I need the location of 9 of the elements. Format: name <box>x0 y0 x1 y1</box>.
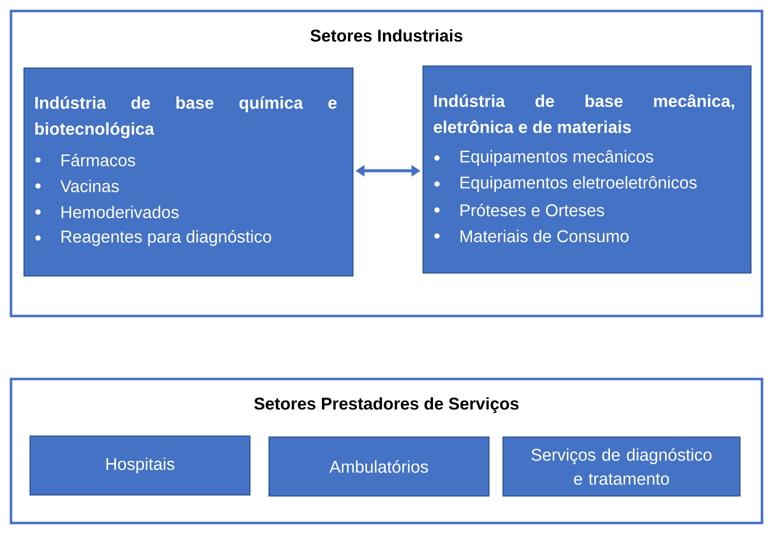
sector-box: Indústria de base química e biotecnológica Fármacos Vacinas Hemoderivados Reagentes para diagnóstico <box>24 68 354 276</box>
section-title: Setores Industriais <box>310 29 462 42</box>
service-box: Hospitais <box>30 436 250 496</box>
section-title: Setores Prestadores de Serviços <box>254 397 519 414</box>
section-frame <box>10 378 764 524</box>
service-box: Ambulatórios <box>268 436 490 496</box>
section-frame <box>10 10 764 318</box>
service-box: Serviços de diagnóstico e tratamento <box>502 436 740 496</box>
sector-box: Indústria de base mecânica, eletrônica e de materiais Equipamentos mecânicos Equipamentos eletroeletrônicos Próteses e Orteses Materiais de Consumo <box>422 66 752 274</box>
